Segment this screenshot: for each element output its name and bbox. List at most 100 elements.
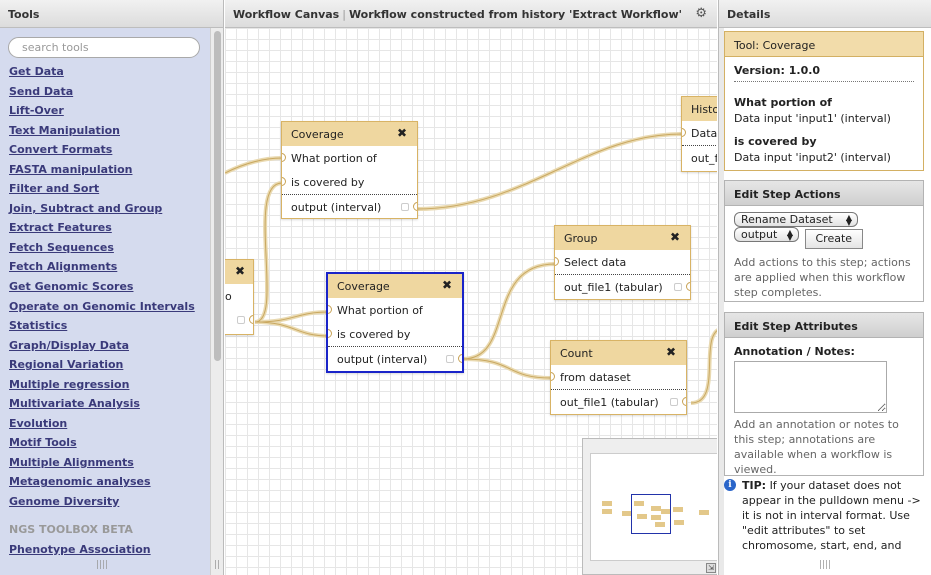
close-icon[interactable]: ✖ <box>665 345 676 359</box>
panel-resize-grip-icon[interactable]: |||| <box>819 560 832 570</box>
overview-node <box>661 509 671 514</box>
tools-scrollbar[interactable]: || <box>210 28 223 575</box>
close-icon[interactable]: ✖ <box>669 230 680 244</box>
tool-section-link[interactable]: Lift-Over <box>9 104 64 118</box>
attributes-help-text: Add an annotation or notes to this step;… <box>734 418 899 476</box>
tip-message: i TIP: If your dataset does not appear i… <box>724 478 924 553</box>
tool-section-link[interactable]: Text Manipulation <box>9 123 120 137</box>
output-terminal[interactable] <box>686 282 690 291</box>
output-terminal[interactable] <box>682 397 686 406</box>
input-terminal[interactable] <box>682 128 686 137</box>
output-checkbox[interactable] <box>670 398 678 406</box>
overview-viewport[interactable] <box>631 494 671 534</box>
tool-section-link[interactable]: Genome Diversity <box>9 495 120 509</box>
create-action-button[interactable]: Create <box>804 229 864 249</box>
output-select-value: output <box>741 228 778 241</box>
node-input-row: Select data <box>555 250 690 274</box>
overview-node <box>602 509 612 514</box>
node-output-label: out_f <box>691 152 717 165</box>
node-input-label: from dataset <box>560 371 631 384</box>
tool-section-link[interactable]: FASTA manipulation <box>9 162 133 176</box>
input-terminal[interactable] <box>551 372 555 381</box>
tool-section-link[interactable]: Multivariate Analysis <box>9 397 140 411</box>
node-input-label: What portion of <box>291 152 377 165</box>
edit-step-attributes-body: Annotation / Notes: Add an annotation or… <box>725 338 923 477</box>
node-input-row: is covered by <box>328 322 462 346</box>
input-terminal[interactable] <box>328 329 332 338</box>
gear-icon[interactable]: ⚙ <box>695 6 707 21</box>
tool-section-link[interactable]: Convert Formats <box>9 143 113 157</box>
node-input-label: What portion of <box>337 304 423 317</box>
output-checkbox[interactable] <box>401 203 409 211</box>
overview-map[interactable] <box>590 453 717 561</box>
node-title-bar[interactable]: Coverage✖ <box>282 122 417 146</box>
tool-section-link[interactable]: Get Data <box>9 65 64 78</box>
output-checkbox[interactable] <box>237 316 245 324</box>
input-terminal[interactable] <box>555 257 559 266</box>
tool-section-link[interactable]: Join, Subtract and Group <box>9 201 163 215</box>
tools-scrollbar-thumb[interactable] <box>214 31 221 361</box>
node-input-row: Datas <box>682 121 717 145</box>
tool-section-link[interactable]: Statistics <box>9 319 68 333</box>
input-terminal[interactable] <box>282 153 286 162</box>
coverage-node-1[interactable]: Coverage✖ What portion of is covered by … <box>281 121 418 219</box>
node-input-label: is covered by <box>291 176 365 189</box>
tool-section-link[interactable]: Regional Variation <box>9 358 124 372</box>
tool-section-link[interactable]: Send Data <box>9 84 74 98</box>
param-label: is covered by <box>734 135 817 148</box>
tool-section-link[interactable]: Phenotype Association <box>9 542 151 556</box>
tool-info-body: Version: 1.0.0 What portion of Data inpu… <box>725 57 923 164</box>
output-terminal[interactable] <box>413 202 417 211</box>
action-type-select[interactable]: Rename Dataset▲▼ <box>734 212 858 227</box>
histogram-node-partial[interactable]: Histo Datas out_f <box>681 96 717 172</box>
tool-section-link[interactable]: Get Genomic Scores <box>9 280 134 294</box>
annotation-textarea[interactable] <box>734 361 887 413</box>
scroll-grip-icon[interactable]: || <box>214 560 221 570</box>
search-tools-input[interactable] <box>8 37 200 58</box>
close-icon[interactable]: ✖ <box>441 278 452 292</box>
tool-section-link[interactable]: Motif Tools <box>9 436 77 450</box>
group-node[interactable]: Group✖ Select data out_file1 (tabular) <box>554 225 691 300</box>
close-icon[interactable]: ✖ <box>396 126 407 140</box>
tool-section-link[interactable]: Metagenomic analyses <box>9 475 151 489</box>
details-scrollbar[interactable] <box>719 28 724 575</box>
count-node[interactable]: Count✖ from dataset out_file1 (tabular) <box>550 340 687 415</box>
coverage-node-2-selected[interactable]: Coverage✖ What portion of is covered by … <box>326 272 464 373</box>
tool-section-link[interactable]: Fetch Sequences <box>9 240 114 254</box>
divider <box>734 81 914 82</box>
node-title-bar[interactable]: ✖ <box>225 260 253 284</box>
output-select[interactable]: output▲▼ <box>734 227 799 242</box>
tool-section-link[interactable]: Evolution <box>9 416 68 430</box>
tool-section-link[interactable]: Multiple Alignments <box>9 455 134 469</box>
canvas-subtitle: Workflow constructed from history 'Extra… <box>348 8 683 21</box>
node-title-bar[interactable]: Count✖ <box>551 341 686 365</box>
tool-section-link[interactable]: Multiple regression <box>9 377 130 391</box>
output-checkbox[interactable] <box>446 355 454 363</box>
input-terminal[interactable] <box>282 177 286 186</box>
panel-resize-grip-icon[interactable]: |||| <box>96 560 109 570</box>
workflow-canvas[interactable]: ✖ o Coverage✖ What portion of is covered… <box>225 28 717 575</box>
workflow-node-partial[interactable]: ✖ o <box>225 259 254 335</box>
canvas-overview[interactable]: ⇲ <box>582 438 717 575</box>
overview-node <box>699 510 709 515</box>
tool-section-link[interactable]: Filter and Sort <box>9 182 100 196</box>
tool-section-link[interactable]: Operate on Genomic Intervals <box>9 299 195 313</box>
output-terminal[interactable] <box>249 315 253 324</box>
input-terminal[interactable] <box>328 305 332 314</box>
node-title-bar[interactable]: Histo <box>682 97 717 121</box>
tools-panel: Get Data Send Data Lift-Over Text Manipu… <box>0 28 224 575</box>
overview-resize-icon[interactable]: ⇲ <box>706 563 716 573</box>
actions-help-text: Add actions to this step; actions are ap… <box>734 256 911 299</box>
tool-info-title: Tool: Coverage <box>725 32 923 57</box>
close-icon[interactable]: ✖ <box>234 264 245 278</box>
node-title-bar[interactable]: Group✖ <box>555 226 690 250</box>
tool-section-link[interactable]: Graph/Display Data <box>9 338 130 352</box>
tool-section-link[interactable]: Extract Features <box>9 221 112 235</box>
tool-section-link[interactable]: Fetch Alignments <box>9 260 118 274</box>
info-icon: i <box>724 479 736 491</box>
tools-panel-title: Tools <box>8 8 40 21</box>
output-terminal[interactable] <box>458 354 462 363</box>
details-panel-title: Details <box>727 8 771 21</box>
output-checkbox[interactable] <box>674 283 682 291</box>
node-title-bar[interactable]: Coverage✖ <box>328 274 462 298</box>
